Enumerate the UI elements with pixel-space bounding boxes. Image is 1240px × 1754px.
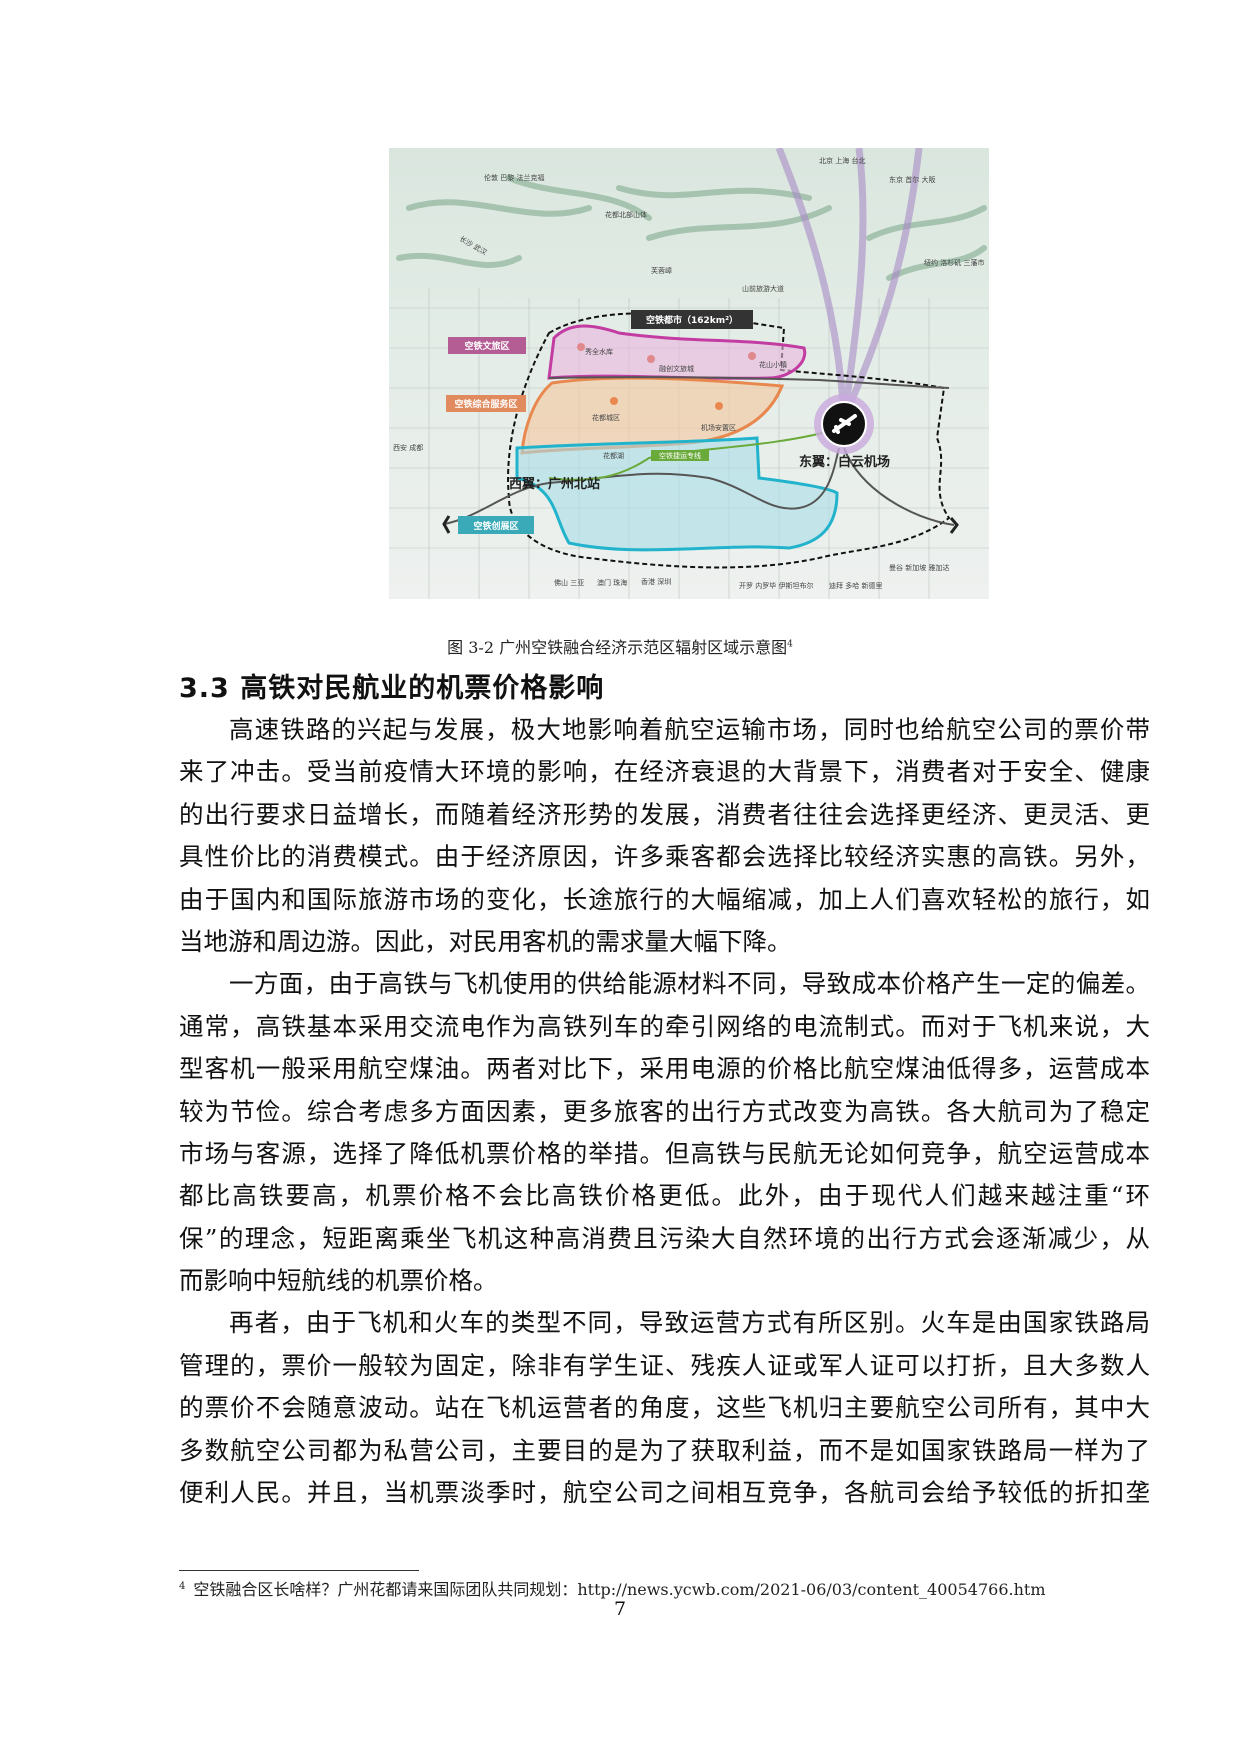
map-label: 花都北部山体 xyxy=(605,210,647,219)
footnote-ref[interactable]: 4 xyxy=(787,639,793,650)
zone-innovation-label: 空铁创展区 xyxy=(473,520,518,532)
footnote-divider xyxy=(179,1570,419,1571)
map-label: 伦敦 巴黎 法兰克福 xyxy=(484,173,544,182)
map-label: 芙蓉嶂 xyxy=(651,266,672,275)
figure-caption: 图 3-2 广州空铁融合经济示范区辐射区域示意图4 xyxy=(0,634,1240,658)
paragraph-line: 的票价不会随意波动。站在飞机运营者的角度，这些飞机归主要航空公司所有，其中大 xyxy=(179,1393,1150,1423)
zone-culture-label: 空铁文旅区 xyxy=(464,340,509,352)
map-label: 花都城区 xyxy=(592,413,620,422)
highway-line xyxy=(443,376,950,525)
paragraph-line: 而影响中短航线的机票价格。 xyxy=(179,1266,498,1296)
paragraph-line: 都比高铁要高，机票价格不会比高铁价格更低。此外，由于现代人们越来越注重“环 xyxy=(179,1181,1150,1211)
paragraph-line: 当地游和周边游。因此，对民用客机的需求量大幅下降。 xyxy=(179,926,792,956)
paragraph-line: 具性价比的消费模式。由于经济原因，许多乘客都会选择比较经济实惠的高铁。另外， xyxy=(179,842,1150,872)
east-arrow-icon xyxy=(949,517,959,534)
map-label: 纽约 洛杉矶 三藩市 xyxy=(924,258,984,267)
paragraph-line: 的出行要求日益增长，而随着经济形势的发展，消费者往往会选择更经济、更灵活、更 xyxy=(179,799,1150,829)
page-number: 7 xyxy=(613,1598,627,1620)
map-figure: 空铁都市（162km²） 空铁文旅区 空铁综合服务区 空铁创展区 空铁捷运专线 … xyxy=(389,148,989,599)
map-label: 迪拜 多哈 新德里 xyxy=(829,581,882,590)
paragraph-line: 一方面，由于高铁与飞机使用的供给能源材料不同，导致成本价格产生一定的偏差。 xyxy=(229,969,1150,999)
map-label: 机场安置区 xyxy=(701,423,736,432)
section-heading: 3.3 高铁对民航业的机票价格影响 xyxy=(179,673,605,704)
west-arrow-icon xyxy=(442,515,451,534)
west-wing-label: 西翼：广州北站 xyxy=(509,476,600,492)
map-label: 香港 深圳 xyxy=(641,577,671,586)
map-label: 曼谷 新加坡 雅加达 xyxy=(889,563,949,572)
zone-dots xyxy=(577,343,756,410)
paragraph-line: 来了冲击。受当前疫情大环境的影响，在经济衰退的大背景下，消费者对于安全、健康 xyxy=(179,757,1150,787)
caption-text: 图 3-2 广州空铁融合经济示范区辐射区域示意图 xyxy=(447,638,788,657)
mountain-ridges xyxy=(396,175,987,281)
flight-routes xyxy=(775,148,923,420)
paragraph-line: 保”的理念，短距离乘坐飞机这种高消费且污染大自然环境的出行方式会逐渐减少，从 xyxy=(179,1223,1150,1253)
footnote: 4 空铁融合区长啥样？广州花都请来国际团队共同规划：http://news.ycw… xyxy=(179,1576,1046,1600)
map-label: 东京 首尔 大阪 xyxy=(889,175,935,184)
map-label: 开罗 内罗毕 伊斯坦布尔 xyxy=(739,581,813,590)
map-label: 澳门 珠海 xyxy=(597,578,627,587)
paragraph-line: 便利人民。并且，当机票淡季时，航空公司之间相互竞争，各航司会给予较低的折扣垄 xyxy=(179,1478,1150,1508)
paragraph-line: 由于国内和国际旅游市场的变化，长途旅行的大幅缩减，加上人们喜欢轻松的旅行，如 xyxy=(179,884,1150,914)
paragraph-line: 较为节俭。综合考虑多方面因素，更多旅客的出行方式改变为高铁。各大航司为了稳定 xyxy=(179,1096,1150,1126)
body-text: 高速铁路的兴起与发展，极大地影响着航空运输市场，同时也给航空公司的票价带来了冲击… xyxy=(179,709,1150,1514)
city-label: 空铁都市（162km²） xyxy=(646,314,738,326)
map-label: 北京 上海 台北 xyxy=(819,156,865,165)
airport-icon xyxy=(814,394,874,454)
footnote-number: 4 xyxy=(179,1580,186,1592)
airrail-label: 空铁捷运专线 xyxy=(659,451,701,460)
map-label: 花山小镇 xyxy=(759,360,787,369)
paragraph-line: 再者，由于飞机和火车的类型不同，导致运营方式有所区别。火车是由国家铁路局 xyxy=(229,1308,1150,1338)
south-highway xyxy=(843,447,955,526)
footnote-text: 空铁融合区长啥样？广州花都请来国际团队共同规划：http://news.ycwb… xyxy=(193,1580,1046,1599)
map-label: 佛山 三亚 xyxy=(554,578,584,587)
paragraph-line: 市场与客源，选择了降低机票价格的举措。但高铁与民航无论如何竞争，航空运营成本 xyxy=(179,1138,1150,1168)
paragraph-line: 高速铁路的兴起与发展，极大地影响着航空运输市场，同时也给航空公司的票价带 xyxy=(229,715,1150,744)
paragraph-line: 通常，高铁基本采用交流电作为高铁列车的牵引网络的电流制式。而对于飞机来说，大 xyxy=(179,1011,1150,1041)
zone-service-label: 空铁综合服务区 xyxy=(454,398,517,410)
east-wing-label: 东翼：白云机场 xyxy=(799,454,890,470)
band-innovation xyxy=(515,436,839,552)
paragraph-line: 型客机一般采用航空煤油。两者对比下，采用电源的价格比航空煤油低得多，运营成本 xyxy=(179,1054,1150,1084)
map-label: 融创文旅城 xyxy=(659,364,694,373)
paragraph-line: 管理的，票价一般较为固定，除非有学生证、残疾人证或军人证可以打折，且大多数人 xyxy=(179,1350,1150,1380)
paragraph-line: 多数航空公司都为私营公司，主要目的是为了获取利益，而不是如国家铁路局一样为了 xyxy=(179,1435,1150,1465)
map-label: 山前旅游大道 xyxy=(742,284,784,293)
map-label: 西安 成都 xyxy=(393,443,423,452)
map-label: 秀全水库 xyxy=(585,347,613,356)
map-label: 花都湖 xyxy=(603,451,624,460)
demonstration-zone-boundary xyxy=(507,312,951,569)
